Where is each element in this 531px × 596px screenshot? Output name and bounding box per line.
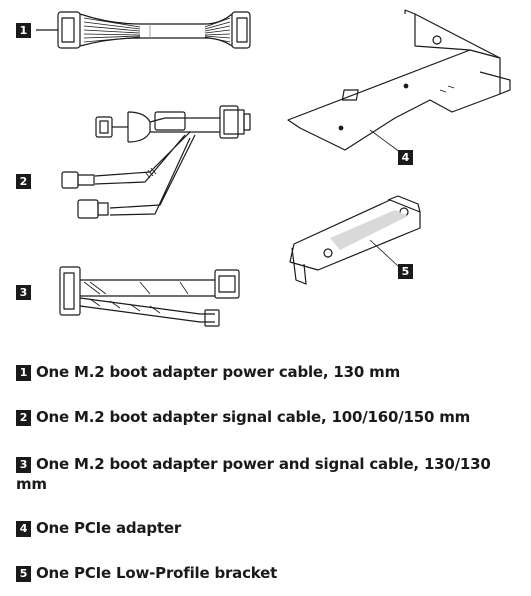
signal-cable-drawing [61,105,251,219]
callout-1: 1 [16,23,31,38]
legend-number-5: 5 [16,566,31,582]
power-signal-cable-drawing [59,266,240,327]
power-cable-drawing [36,11,251,49]
legend-item-2: 2 One M.2 boot adapter signal cable, 100/… [16,407,516,427]
pcie-adapter-drawing [287,9,511,153]
legend-item-1: 1 One M.2 boot adapter power cable, 130 m… [16,362,516,382]
legend-text-5: One PCIe Low-Profile bracket [36,564,278,582]
callout-3: 3 [16,285,31,300]
low-profile-bracket-drawing [289,195,421,285]
legend-text-2: One M.2 boot adapter signal cable, 100/1… [36,408,471,426]
legend-text-3: One M.2 boot adapter power and signal ca… [16,455,491,493]
callout-4: 4 [398,150,413,165]
legend-text-4: One PCIe adapter [36,519,182,537]
legend-number-1: 1 [16,365,31,381]
legend-number-2: 2 [16,410,31,426]
legend-number-4: 4 [16,521,31,537]
legend-item-5: 5 One PCIe Low-Profile bracket [16,563,516,583]
callout-5: 5 [398,264,413,279]
parts-illustration: 1 2 3 4 5 [16,9,511,327]
legend-number-3: 3 [16,457,31,473]
legend-item-4: 4 One PCIe adapter [16,518,516,538]
legend-text-1: One M.2 boot adapter power cable, 130 mm [36,363,401,381]
callout-2: 2 [16,174,31,189]
